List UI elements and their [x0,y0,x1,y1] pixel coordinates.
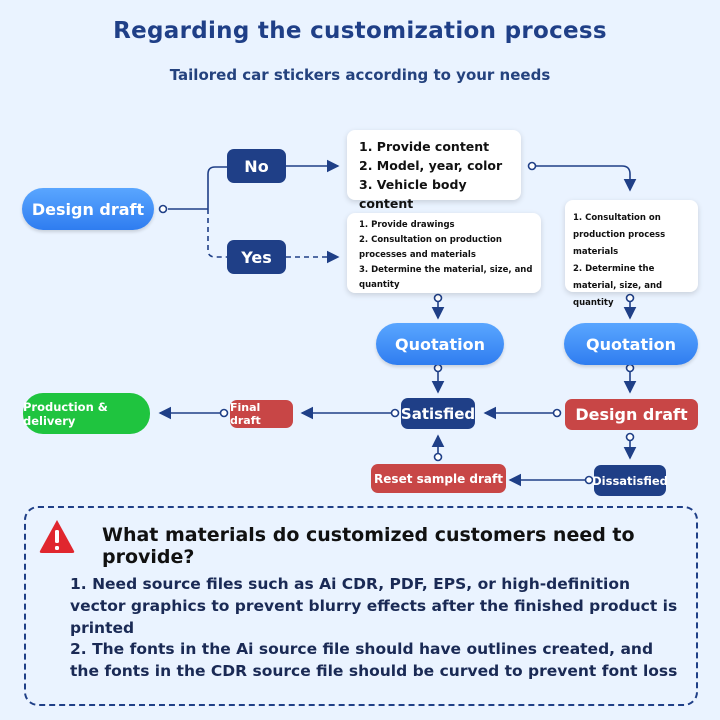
design-draft-start: Design draft [22,188,154,230]
design-draft-revision: Design draft [565,399,698,430]
materials-notice [24,506,698,706]
no-card-item: 3. Vehicle body content [359,177,467,211]
page-subtitle: Tailored car stickers according to your … [169,66,551,84]
yes-requirements-card: 1. Provide drawings 2. Consultation on p… [347,213,541,293]
consultation-card-item: 1. Consultation on production process ma… [573,213,666,257]
no-card-item: 2. Model, year, color [359,158,503,173]
notice-item: 2. The fonts in the Ai source file shoul… [70,640,678,680]
yes-card-item: 3. Determine the material, size, and qua… [359,265,533,290]
satisfied-node: Satisfied [401,398,475,429]
reset-sample-node: Reset sample draft [371,464,506,493]
notice-title: What materials do customized customers n… [102,524,635,568]
quotation-right: Quotation [564,323,698,365]
final-draft-node: Final draft [230,400,293,428]
yes-branch: Yes [227,240,286,274]
no-card-item: 1. Provide content [359,139,490,154]
warning-icon [39,520,75,553]
consultation-card-item: 2. Determine the material, size, and qua… [573,264,663,308]
notice-item: 1. Need source files such as Ai CDR, PDF… [70,575,678,637]
no-branch: No [227,149,286,183]
quotation-left: Quotation [376,323,504,365]
yes-card-item: 2. Consultation on production processes … [359,235,502,260]
consultation-card: 1. Consultation on production process ma… [565,200,698,308]
production-delivery-node: Production & delivery [23,393,150,434]
page-title: Regarding the customization process [113,18,607,44]
dissatisfied-node: Dissatisfied [592,465,668,496]
yes-card-item: 1. Provide drawings [359,220,455,230]
no-requirements-card: 1. Provide content 2. Model, year, color… [347,130,521,211]
